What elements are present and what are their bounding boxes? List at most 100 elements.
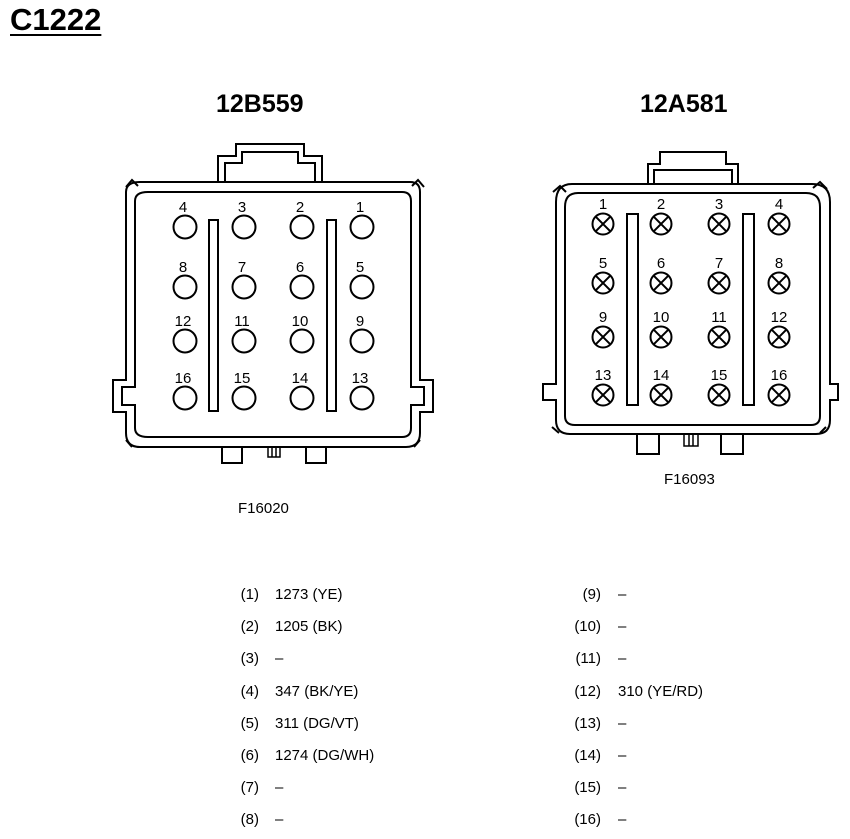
cavity-number: 8 — [179, 259, 187, 276]
pin-number: (2) — [240, 618, 259, 635]
terminal-cross — [594, 274, 612, 292]
pin-number: (15) — [574, 779, 601, 796]
cavity-number: 8 — [775, 255, 783, 272]
cavity-number: 14 — [292, 370, 309, 387]
cavity-number: 7 — [238, 259, 246, 276]
right-cavity-7: 7 — [707, 255, 731, 295]
right-connector-housing — [542, 151, 839, 455]
left-cavity-4: 4 — [172, 199, 198, 240]
right-cavity-4: 4 — [767, 196, 791, 236]
cavity-number: 11 — [711, 309, 727, 326]
terminal-cross — [770, 274, 788, 292]
left-cavity-7: 7 — [231, 259, 257, 300]
cavity-circle — [172, 274, 198, 300]
cavity-circle — [231, 274, 257, 300]
right-cavity-12: 12 — [767, 309, 791, 349]
terminal-circle — [767, 212, 791, 236]
left-cavity-6: 6 — [289, 259, 315, 300]
cavity-circle — [349, 214, 375, 240]
cavity-number: 10 — [653, 309, 670, 326]
terminal-circle — [649, 383, 673, 407]
circuit-id: 1274 (DG/WH) — [275, 747, 375, 764]
right-cavity-15: 15 — [707, 367, 731, 407]
page-title: C1222 — [10, 2, 102, 37]
terminal-circle — [707, 212, 731, 236]
cavity-number: 14 — [653, 367, 670, 384]
cavity-number: 6 — [657, 255, 665, 272]
pin-number: (11) — [575, 650, 601, 667]
right-cavity-13: 13 — [591, 367, 615, 407]
right-cavity-3: 3 — [707, 196, 731, 236]
circuit-id: – — [275, 811, 284, 828]
left-cavity-3: 3 — [231, 199, 257, 240]
terminal-circle — [707, 271, 731, 295]
cavity-number: 5 — [599, 255, 607, 272]
terminal-cross — [710, 215, 728, 233]
right-cavity-14: 14 — [649, 367, 673, 407]
cavity-number: 11 — [234, 313, 250, 330]
terminal-cross — [770, 328, 788, 346]
cavity-number: 5 — [356, 259, 364, 276]
terminal-circle — [649, 212, 673, 236]
circuit-id: – — [618, 779, 627, 796]
left-cavity-15: 15 — [231, 370, 257, 411]
circuit-id: 310 (YE/RD) — [618, 683, 704, 700]
cavity-number: 1 — [599, 196, 607, 213]
cavity-number: 3 — [238, 199, 246, 216]
terminal-cross — [652, 386, 670, 404]
terminal-cross — [594, 386, 612, 404]
pin-number: (13) — [574, 715, 601, 732]
cavity-circle — [231, 328, 257, 354]
circuit-id: – — [275, 779, 284, 796]
cavity-number: 1 — [356, 199, 364, 216]
cavity-number: 16 — [771, 367, 788, 384]
right-cavity-5: 5 — [591, 255, 615, 295]
cavity-circle — [289, 385, 315, 411]
circuit-id: – — [618, 586, 627, 603]
right-cavity-16: 16 — [767, 367, 791, 407]
right-cavity-9: 9 — [591, 309, 615, 349]
terminal-cross — [770, 386, 788, 404]
cavity-circle — [349, 385, 375, 411]
circuit-id: 1205 (BK) — [275, 618, 343, 635]
pin-number: (4) — [240, 683, 259, 700]
left-cavity-16: 16 — [172, 370, 198, 411]
pin-number: (14) — [574, 747, 601, 764]
circuit-id: – — [275, 650, 284, 667]
cavity-number: 12 — [771, 309, 788, 326]
cavity-number: 13 — [595, 367, 612, 384]
cavity-number: 10 — [292, 313, 309, 330]
right-connector-name: 12A581 — [640, 90, 728, 118]
circuit-id: 311 (DG/VT) — [275, 715, 359, 732]
left-cavity-11: 11 — [231, 313, 257, 354]
circuit-id: – — [618, 811, 627, 828]
terminal-cross — [594, 215, 612, 233]
left-cavity-13: 13 — [349, 370, 375, 411]
cavity-number: 15 — [234, 370, 251, 387]
cavity-number: 2 — [657, 196, 665, 213]
cavity-number: 4 — [775, 196, 783, 213]
cavity-circle — [289, 328, 315, 354]
circuit-id: – — [618, 747, 627, 764]
cavity-number: 9 — [599, 309, 607, 326]
left-cavity-2: 2 — [289, 199, 315, 240]
left-cavity-14: 14 — [289, 370, 315, 411]
pin-number: (16) — [574, 811, 601, 828]
left-cavity-5: 5 — [349, 259, 375, 300]
right-cavity-10: 10 — [649, 309, 673, 349]
left-cavity-9: 9 — [349, 313, 375, 354]
terminal-cross — [652, 274, 670, 292]
cavity-number: 7 — [715, 255, 723, 272]
circuit-id: – — [618, 650, 627, 667]
pin-number: (5) — [240, 715, 259, 732]
cavity-number: 15 — [711, 367, 728, 384]
terminal-circle — [707, 383, 731, 407]
circuit-id: 347 (BK/YE) — [275, 683, 359, 700]
terminal-circle — [767, 383, 791, 407]
cavity-circle — [349, 328, 375, 354]
cavity-number: 4 — [179, 199, 187, 216]
cavity-number: 3 — [715, 196, 723, 213]
left-cavity-12: 12 — [172, 313, 198, 354]
